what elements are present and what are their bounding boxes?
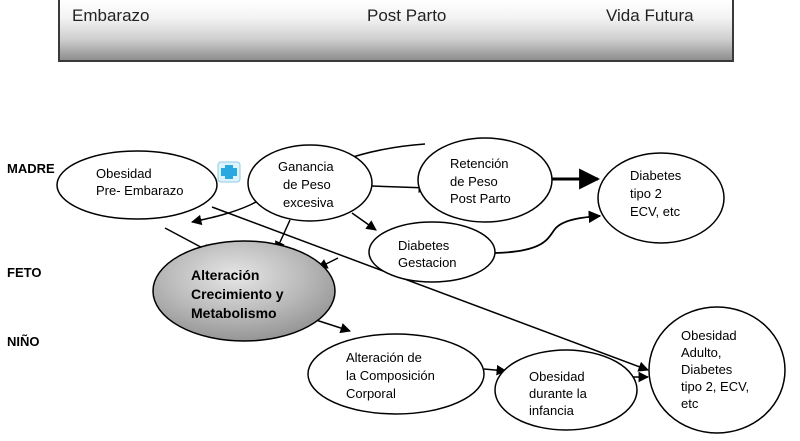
node-infancia-line-1: Obesidad <box>529 369 585 384</box>
node-obesidad-pre-embarazo: Obesidad Pre- Embarazo <box>56 150 218 220</box>
row-label-nino: NIÑO <box>7 334 40 349</box>
node-retencion-line-3: Post Parto <box>450 191 511 206</box>
stage-embarazo: Embarazo <box>72 6 150 25</box>
node-adulto-line-4: tipo 2, ECV, <box>681 379 749 394</box>
node-ganancia-peso: Ganancia de Peso excesiva <box>247 144 373 222</box>
node-diabetes2-line-1: Diabetes <box>630 168 682 183</box>
node-alteracion-line-1: Alteración <box>191 267 259 283</box>
node-adulto-line-1: Obesidad <box>681 328 737 343</box>
node-ganancia-line-1: Ganancia <box>278 159 334 174</box>
node-composicion-line-3: Corporal <box>346 386 396 401</box>
node-diabetes2-line-3: ECV, etc <box>630 204 681 219</box>
node-obesidad-adulto: Obesidad Adulto, Diabetes tipo 2, ECV, e… <box>648 306 786 434</box>
arrow-gestacion-diabetes2 <box>493 210 602 254</box>
plus-icon <box>217 161 241 183</box>
node-ganancia-line-2: de Peso <box>283 177 331 192</box>
node-retencion-peso: Retención de Peso Post Parto <box>417 137 553 223</box>
node-obesidad-pre-line-1: Obesidad <box>96 166 152 181</box>
node-retencion-line-1: Retención <box>450 156 509 171</box>
arrow-composicion-infancia <box>483 364 508 376</box>
node-adulto-line-2: Adulto, <box>681 345 721 360</box>
stage-vida-futura: Vida Futura <box>606 6 694 25</box>
node-composicion-line-2: la Composición <box>346 368 435 383</box>
node-retencion-line-2: de Peso <box>450 174 498 189</box>
node-gestacion-line-2: Gestacion <box>398 255 457 270</box>
node-adulto-line-5: etc <box>681 396 699 411</box>
node-diabetes-gestacion: Diabetes Gestacion <box>368 221 496 283</box>
node-ganancia-line-3: excesiva <box>283 195 334 210</box>
node-diabetes-tipo2: Diabetes tipo 2 ECV, etc <box>597 152 725 244</box>
node-infancia-line-2: durante la <box>529 386 588 401</box>
node-composicion-line-1: Alteración de <box>346 350 422 365</box>
row-label-madre: MADRE <box>7 161 55 176</box>
stage-post-parto: Post Parto <box>367 6 447 25</box>
node-alteracion-composicion: Alteración de la Composición Corporal <box>307 333 485 415</box>
arrow-ganancia-gestacion <box>351 212 377 231</box>
node-alteracion-line-3: Metabolismo <box>191 305 277 321</box>
node-diabetes2-line-2: tipo 2 <box>630 186 662 201</box>
timeline-bar: Embarazo Post Parto Vida Futura <box>58 0 734 62</box>
node-alteracion-crecimiento: Alteración Crecimiento y Metabolismo <box>152 240 336 342</box>
arrow-obesidad-pre-adulto <box>211 206 649 372</box>
node-alteracion-line-2: Crecimiento y <box>191 286 284 302</box>
node-infancia-line-3: infancia <box>529 403 575 418</box>
node-obesidad-pre-line-2: Pre- Embarazo <box>96 183 183 198</box>
node-obesidad-infancia: Obesidad durante la infancia <box>494 349 638 431</box>
row-label-feto: FETO <box>7 265 42 280</box>
node-gestacion-line-1: Diabetes <box>398 238 450 253</box>
node-adulto-line-3: Diabetes <box>681 362 733 377</box>
